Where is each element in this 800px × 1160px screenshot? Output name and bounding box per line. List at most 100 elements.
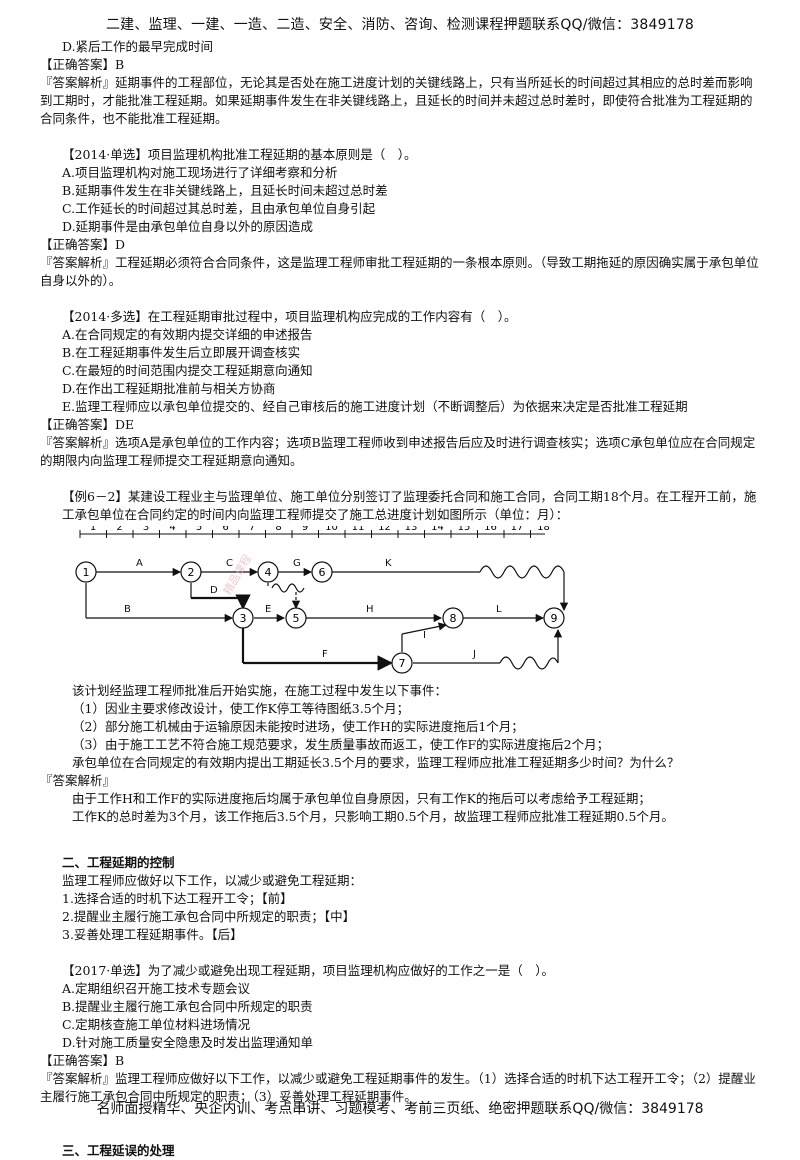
q1-analysis: 『答案解析』工程延期必须符合合同条件，这是监理工程师审批工程延期的一条根本原则。… <box>40 255 759 288</box>
timeline-tick-label: 14 <box>431 526 444 533</box>
page-footer: 名师面授精华、央企内训、考点串讲、习题模考、考前三页纸、绝密押题联系QQ/微信：… <box>96 1101 704 1117</box>
q2-analysis: 『答案解析』选项A是承包单位的工作内容；选项B监理工程师收到申述报告后应及时进行… <box>40 435 756 468</box>
timeline-tick-label: 18 <box>537 526 550 533</box>
activity-label: A <box>136 558 143 569</box>
example-analysis-line: 由于工作H和工作F的实际进度拖后均属于承包单位自身原因，只有工作K的拖后可以考虑… <box>72 791 651 806</box>
q0-analysis: 『答案解析』延期事件的工程部位，无论其是否处在施工进度计划的关键线路上，只有当所… <box>40 75 753 126</box>
timeline-tick-label: 3 <box>143 526 149 533</box>
activity-label: J <box>472 649 476 660</box>
event-item: （3）由于施工工艺不符合施工规范要求，发生质量事故而返工，使工作F的实际进度拖后… <box>72 737 610 752</box>
q1-stem: 【2014·单选】项目监理机构批准工程延期的基本原则是（ ）。 <box>62 147 417 162</box>
q1-option: B.延期事件发生在非关键线路上，且延长时间未超过总时差 <box>62 183 388 198</box>
example-question: 承包单位在合同规定的有效期内提出工期延长3.5个月的要求，监理工程师应批准工程延… <box>72 755 680 770</box>
node-label: 3 <box>240 612 247 625</box>
activity-label: G <box>293 558 301 569</box>
section2-item: 1.选择合适的时机下达工程开工令；【前】 <box>62 891 293 906</box>
timeline-tick-label: 13 <box>405 526 418 533</box>
q3-option: A.定期组织召开施工技术专题会议 <box>62 981 251 996</box>
timeline-tick-label: 11 <box>352 526 365 533</box>
node-circle <box>232 607 254 629</box>
node-circle <box>391 652 413 674</box>
q2-option: E.监理工程师应以承包单位提交的、经自己审核后的施工进度计划（不断调整后）为依据… <box>62 399 688 414</box>
activity-label: C <box>226 558 233 569</box>
timeline-tick-label: 17 <box>511 526 524 533</box>
timeline-tick-label: 9 <box>302 526 308 533</box>
node-circle <box>442 607 464 629</box>
activity-label: I <box>423 630 426 641</box>
node-circle <box>543 607 565 629</box>
network-nodes: 1 2 3 4 5 6 7 8 9 <box>75 561 565 674</box>
node-circle <box>180 561 202 583</box>
page-header: 二建、监理、一建、一造、二造、安全、消防、咨询、检测课程押题联系QQ/微信：38… <box>105 17 695 33</box>
activity-label: H <box>366 604 374 615</box>
activity-label: B <box>124 604 131 615</box>
q1-option: C.工作延长的时间超过其总时差，且由承包单位自身引起 <box>62 201 376 216</box>
activity-label: F <box>322 649 328 660</box>
event-item: （1）因业主要求修改设计，使工作K停工等待图纸3.5个月； <box>72 701 410 716</box>
q0-answer: 【正确答案】B <box>40 57 125 72</box>
activity-j-float-wave <box>499 656 559 670</box>
q2-option: A.在合同规定的有效期内提交详细的申述报告 <box>62 327 313 342</box>
timeline-tick-label: 2 <box>116 526 122 533</box>
events-intro: 该计划经监理工程师批准后开始实施，在施工过程中发生以下事件： <box>72 683 448 698</box>
node-label: 9 <box>551 612 558 625</box>
q3-option: D.针对施工质量安全隐患及时发出监理通知单 <box>62 1035 314 1050</box>
q3-stem: 【2017·单选】为了减少或避免出现工程延期，项目监理机构应做好的工作之一是（ … <box>62 963 555 978</box>
timeline-tick-label: 10 <box>325 526 338 533</box>
node-label: 2 <box>188 566 195 579</box>
q2-option: C.在最短的时间范围内提交工程延期意向通知 <box>62 363 313 378</box>
timeline-tick-label: 5 <box>196 526 202 533</box>
section2-intro: 监理工程师应做好以下工作，以减少或避免工程延期： <box>62 873 363 888</box>
node-circle <box>75 561 97 583</box>
node-circle <box>257 561 279 583</box>
section2-title: 二、工程延期的控制 <box>62 855 175 870</box>
node-circle <box>285 607 307 629</box>
q2-stem: 【2014·多选】在工程延期审批过程中，项目监理机构应完成的工作内容有（ ）。 <box>62 309 517 324</box>
timeline-tick-label: 15 <box>458 526 471 533</box>
activity-k-float-wave <box>479 565 565 579</box>
node-label: 6 <box>319 566 326 579</box>
section3-title: 三、工程延误的处理 <box>62 1143 175 1158</box>
node-label: 1 <box>83 566 90 579</box>
node-label: 7 <box>399 657 406 670</box>
q3-option: C.定期核查施工单位材料进场情况 <box>62 1017 251 1032</box>
section2-item: 3.妥善处理工程延期事件。【后】 <box>62 927 243 942</box>
event-item: （2）部分施工机械由于运输原因未能按时进场，使工作H的实际进度拖后1个月； <box>72 719 524 734</box>
activity-label: L <box>496 604 502 615</box>
example-analysis-line: 工作K的总时差为3个月，该工作拖后3.5个月，只影响工期0.5个月，故监理工程师… <box>72 809 674 824</box>
timeline-tick-label: 16 <box>484 526 497 533</box>
q1-option: D.延期事件是由承包单位自身以外的原因造成 <box>62 219 314 234</box>
node-label: 8 <box>450 612 457 625</box>
q2-answer: 【正确答案】DE <box>40 417 135 432</box>
timeline-tick-label: 1 <box>90 526 96 533</box>
activity-label: K <box>385 558 392 569</box>
q0-option-d: D.紧后工作的最早完成时间 <box>62 39 214 54</box>
activity-label: D <box>210 585 218 596</box>
activity-i-arrow <box>401 622 448 635</box>
example-analysis-label: 『答案解析』 <box>40 773 116 788</box>
node-label: 5 <box>293 612 300 625</box>
timeline-tick-label: 4 <box>169 526 175 533</box>
q1-option: A.项目监理机构对施工现场进行了详细考察和分析 <box>62 165 338 180</box>
timeline-tick-label: 7 <box>249 526 255 533</box>
activity-labels: A B C D E F G H I J K L <box>124 558 502 660</box>
example-intro: 【例6－2】某建设工程业主与监理单位、施工单位分别签订了监理委托合同和施工合同，… <box>62 489 757 522</box>
dummy-4-5-wave <box>271 583 305 593</box>
q2-option: D.在作出工程延期批准前与相关方协商 <box>62 381 276 396</box>
activity-label: E <box>265 604 271 615</box>
timeline-tick-label: 12 <box>378 526 391 533</box>
q3-answer: 【正确答案】B <box>40 1053 125 1068</box>
q2-option: B.在工程延期事件发生后立即展开调查核实 <box>62 345 301 360</box>
node-label: 4 <box>265 566 272 579</box>
section2-item: 2.提醒业主履行施工承包合同中所规定的职责；【中】 <box>62 909 356 924</box>
node-circle <box>311 561 333 583</box>
timeline-tick-label: 6 <box>222 526 228 533</box>
q1-answer: 【正确答案】D <box>40 237 126 252</box>
q3-analysis: 『答案解析』监理工程师应做好以下工作，以减少或避免工程延期事件的发生。（1）选择… <box>40 1071 756 1104</box>
q3-option: B.提醒业主履行施工承包合同中所规定的职责 <box>62 999 313 1014</box>
timeline-tick-label: 8 <box>275 526 281 533</box>
document-body: D.紧后工作的最早完成时间 【正确答案】B 『答案解析』延期事件的工程部位，无论… <box>40 38 762 1160</box>
